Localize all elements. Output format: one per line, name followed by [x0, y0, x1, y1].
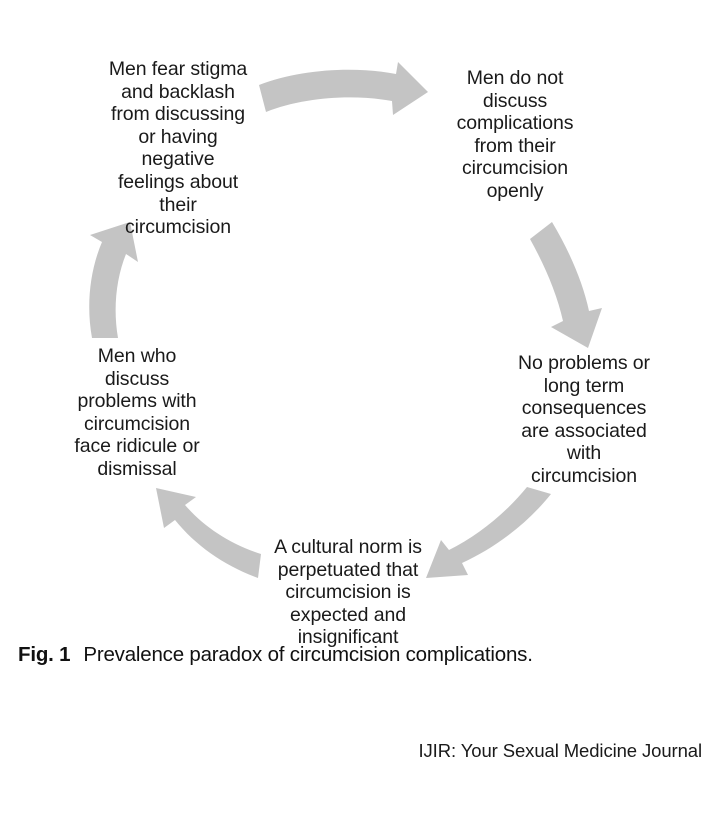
- figure-caption: Fig. 1 Prevalence paradox of circumcision…: [18, 643, 702, 667]
- node-stigma: Men fear stigma and backlash from discus…: [108, 58, 248, 239]
- figure-caption-text: Prevalence paradox of circumcision compl…: [83, 643, 533, 666]
- journal-footer: IJIR: Your Sexual Medicine Journal: [418, 740, 702, 761]
- arrow-bottom-left-icon: [156, 488, 261, 578]
- node-ridicule: Men who discuss problems with circumcisi…: [74, 345, 200, 481]
- arrow-top-icon: [259, 62, 428, 115]
- node-no-problems: No problems or long term consequences ar…: [518, 352, 650, 488]
- arrow-left-icon: [89, 222, 138, 338]
- node-no-open-discussion: Men do not discuss complications from th…: [456, 67, 574, 203]
- node-cultural-norm: A cultural norm is perpetuated that circ…: [274, 536, 422, 649]
- figure-number: Fig. 1: [18, 643, 71, 666]
- arrow-right-icon: [530, 222, 602, 348]
- arrow-bottom-right-icon: [426, 487, 551, 578]
- cycle-arrows: [89, 62, 602, 578]
- cycle-diagram: Men fear stigma and backlash from discus…: [74, 58, 650, 649]
